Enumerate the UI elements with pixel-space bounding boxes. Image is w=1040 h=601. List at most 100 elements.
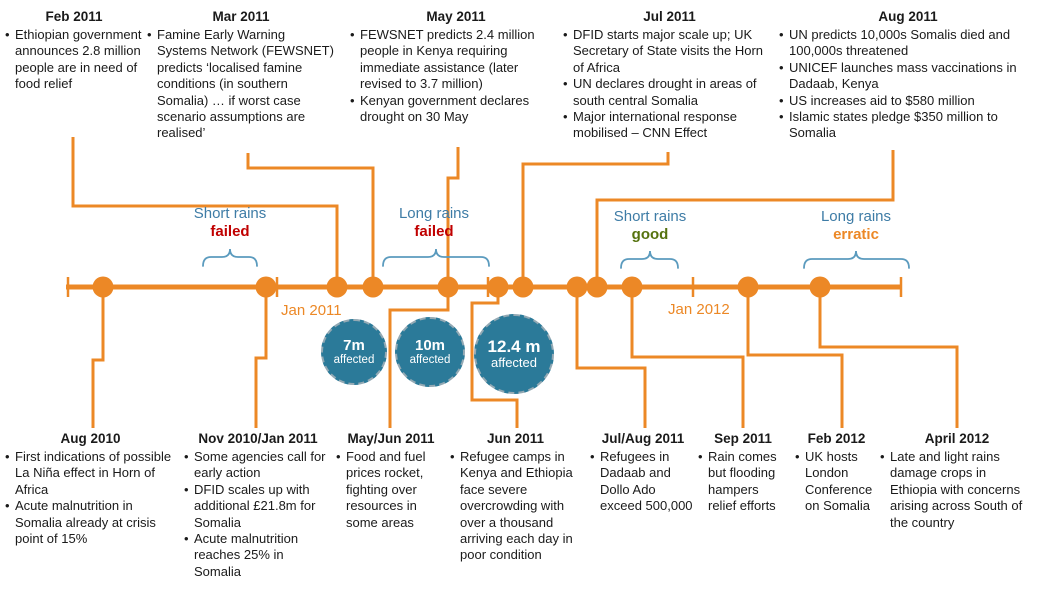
connector-line-feb-2011 (71, 137, 339, 283)
event-date: Mar 2011 (212, 9, 270, 24)
affected-label: affected (409, 354, 451, 367)
event-nov-2010-jan-2011: Nov 2010/Jan 2011 Some agencies call for… (183, 431, 333, 580)
event-jul-2011: Jul 2011 DFID starts major scale up; UK … (562, 9, 777, 142)
event-april-2012: April 2012 Late and light rains damage c… (879, 431, 1035, 531)
event-sep-2011: Sep 2011 Rain comes but flooding hampers… (697, 431, 789, 515)
affected-value: 10m (414, 336, 446, 354)
affected-label: affected (490, 355, 538, 371)
event-date: May/Jun 2011 (347, 431, 435, 446)
event-bullets: Some agencies call for early action DFID… (183, 449, 333, 580)
event-bullet: Food and fuel prices rocket, fighting ov… (335, 449, 447, 531)
event-bullets: Refugees in Dadaab and Dollo Ado exceed … (589, 449, 697, 515)
event-aug-2010: Aug 2010 First indications of possible L… (4, 431, 177, 547)
rain-label-short-rains-failed: Short rains failed (160, 205, 300, 241)
rain-season: Long rains (398, 205, 470, 222)
event-bullet: UN predicts 10,000s Somalis died and 100… (778, 27, 1038, 60)
rain-label-long-rains-failed: Long rains failed (364, 205, 504, 241)
event-date: Aug 2011 (878, 9, 938, 24)
event-date: May 2011 (426, 9, 486, 24)
timeline-dot (809, 276, 831, 298)
year-marker-jan-2011: Jan 2011 (281, 302, 342, 319)
timeline-dot (487, 276, 509, 298)
event-bullets: Late and light rains damage crops in Eth… (879, 449, 1035, 531)
event-feb-2012: Feb 2012 UK hosts London Conference on S… (794, 431, 879, 515)
event-date: Feb 2011 (45, 9, 103, 24)
connector-line-jun-2011 (470, 290, 519, 428)
event-bullet: Acute malnutrition in Somalia already at… (4, 498, 177, 547)
timeline-dot (92, 276, 114, 298)
event-bullets: Famine Early Warning Systems Network (FE… (146, 27, 336, 142)
event-bullets: Refugee camps in Kenya and Ethiopia face… (449, 449, 582, 564)
event-bullet: Refugee camps in Kenya and Ethiopia face… (449, 449, 582, 564)
event-bullet: Ethiopian government announces 2.8 milli… (4, 27, 144, 93)
timeline-dot (326, 276, 348, 298)
event-bullet: Major international response mobilised –… (562, 109, 777, 142)
rain-season: Long rains (820, 208, 892, 225)
event-date: Sep 2011 (714, 431, 772, 446)
event-bullet: Rain comes but flooding hampers relief e… (697, 449, 789, 515)
affected-value: 7m (343, 336, 365, 354)
affected-marker-12-4m: 12.4 m affected (474, 314, 554, 394)
event-date: Jul 2011 (643, 9, 696, 24)
timeline-dot (512, 276, 534, 298)
connector-line-mayjun-2011 (388, 290, 450, 428)
event-bullets: UK hosts London Conference on Somalia (794, 449, 879, 515)
connector-line-sep-2011 (630, 290, 745, 428)
event-mar-2011: Mar 2011 Famine Early Warning Systems Ne… (146, 9, 336, 142)
event-date: Jun 2011 (486, 431, 545, 446)
connector-line-feb-2012 (746, 290, 844, 428)
event-bullets: Ethiopian government announces 2.8 milli… (4, 27, 144, 93)
rain-label-short-rains-good: Short rains good (580, 208, 720, 244)
affected-marker-7m: 7m affected (321, 319, 387, 385)
event-bullet: Acute malnutrition reaches 25% in Somali… (183, 531, 333, 580)
event-feb-2011: Feb 2011 Ethiopian government announces … (4, 9, 144, 93)
event-bullets: Rain comes but flooding hampers relief e… (697, 449, 789, 515)
event-date: Nov 2010/Jan 2011 (198, 431, 318, 446)
timeline-dot (437, 276, 459, 298)
event-bullet: Kenyan government declares drought on 30… (349, 93, 563, 126)
event-bullets: UN predicts 10,000s Somalis died and 100… (778, 27, 1038, 142)
timeline-dot (362, 276, 384, 298)
timeline-dot (586, 276, 608, 298)
event-date: Feb 2012 (807, 431, 866, 446)
event-may-jun-2011: May/Jun 2011 Food and fuel prices rocket… (335, 431, 447, 531)
event-bullet: UNICEF launches mass vaccinations in Dad… (778, 60, 1038, 93)
event-bullets: DFID starts major scale up; UK Secretary… (562, 27, 777, 142)
rain-season: Short rains (613, 208, 687, 225)
event-date: Jul/Aug 2011 (601, 431, 685, 446)
rain-period-brace (620, 250, 679, 269)
event-may-2011: May 2011 FEWSNET predicts 2.4 million pe… (349, 9, 563, 125)
event-bullet: US increases aid to $580 million (778, 93, 1038, 110)
event-bullet: DFID scales up with additional £21.8m fo… (183, 482, 333, 531)
timeline-dot (621, 276, 643, 298)
event-bullet: DFID starts major scale up; UK Secretary… (562, 27, 777, 76)
event-date: Aug 2010 (60, 431, 121, 446)
affected-label: affected (333, 354, 375, 367)
timeline-dot (737, 276, 759, 298)
event-jul-aug-2011: Jul/Aug 2011 Refugees in Dadaab and Doll… (589, 431, 697, 515)
connector-line-jul-2011 (521, 152, 670, 283)
event-date: April 2012 (924, 431, 990, 446)
event-bullets: FEWSNET predicts 2.4 million people in K… (349, 27, 563, 125)
event-bullet: UK hosts London Conference on Somalia (794, 449, 879, 515)
event-bullet: FEWSNET predicts 2.4 million people in K… (349, 27, 563, 93)
event-bullet: Refugees in Dadaab and Dollo Ado exceed … (589, 449, 697, 515)
event-bullets: Food and fuel prices rocket, fighting ov… (335, 449, 447, 531)
event-bullet: UN declares drought in areas of south ce… (562, 76, 777, 109)
event-jun-2011: Jun 2011 Refugee camps in Kenya and Ethi… (449, 431, 582, 564)
event-bullet: First indications of possible La Niña ef… (4, 449, 177, 498)
rain-period-brace (382, 248, 490, 267)
affected-marker-10m: 10m affected (395, 317, 465, 387)
connector-line-aug-2010 (91, 290, 105, 428)
event-bullets: First indications of possible La Niña ef… (4, 449, 177, 547)
rain-status: good (631, 226, 669, 243)
rain-label-long-rains-erratic: Long rains erratic (786, 208, 926, 244)
connector-line-aug-2011 (595, 150, 895, 283)
event-aug-2011: Aug 2011 UN predicts 10,000s Somalis die… (778, 9, 1038, 142)
event-bullet: Islamic states pledge $350 million to So… (778, 109, 1038, 142)
rain-status: failed (210, 223, 250, 240)
rain-period-brace (202, 248, 258, 267)
connector-line-julaug-2011 (575, 290, 647, 428)
event-bullet: Famine Early Warning Systems Network (FE… (146, 27, 336, 142)
